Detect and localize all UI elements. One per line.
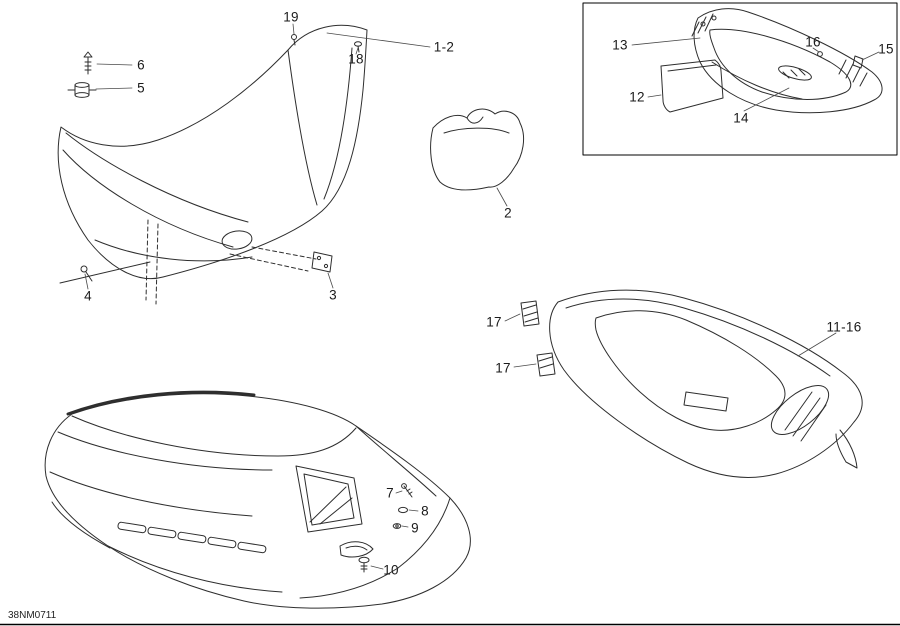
nut-9-drawing	[392, 523, 402, 529]
callout-19: 19	[283, 9, 299, 25]
leader-lines	[84, 23, 880, 570]
inset-box	[582, 2, 898, 156]
screw-7-drawing	[401, 483, 413, 498]
callout-16: 16	[805, 34, 821, 50]
callout-8: 8	[421, 503, 429, 519]
callout-6: 6	[137, 57, 145, 73]
fastener-19-drawing	[291, 34, 297, 46]
screw-6-drawing	[83, 51, 93, 75]
callout-12: 12	[629, 89, 645, 105]
callout-2: 2	[504, 205, 512, 221]
callout-4: 4	[84, 288, 92, 304]
callout-9: 9	[411, 520, 419, 536]
callout-14: 14	[733, 110, 749, 126]
callout-15: 15	[878, 41, 894, 57]
document-code: 38NM0711	[8, 610, 57, 621]
bracket-2-drawing	[430, 108, 525, 191]
callout-17-upper: 17	[486, 314, 502, 330]
callout-11-16: 11-16	[826, 319, 862, 335]
console-inset-drawing	[691, 8, 883, 114]
washer-8-drawing	[398, 506, 408, 514]
callout-3: 3	[329, 287, 337, 303]
bracket-3-drawing	[311, 251, 333, 273]
screw-4-drawing	[59, 261, 151, 284]
callout-10: 10	[383, 562, 399, 578]
callout-5: 5	[137, 80, 145, 96]
hood-drawing	[44, 390, 471, 609]
side-panel-drawing	[549, 289, 863, 478]
deflector-12-drawing	[660, 59, 724, 113]
windshield-drawing	[57, 24, 368, 305]
callout-17-lower: 17	[495, 360, 511, 376]
callout-18: 18	[348, 51, 364, 67]
hinge-17-lower-drawing	[536, 352, 556, 377]
hinge-17-upper-drawing	[520, 300, 540, 327]
callout-13: 13	[612, 37, 628, 53]
callout-7: 7	[386, 485, 394, 501]
rivet-18-drawing	[354, 41, 362, 53]
bolt-10-drawing	[358, 556, 370, 573]
callout-1-2: 1-2	[433, 39, 455, 55]
grommet-5-drawing	[67, 82, 97, 98]
